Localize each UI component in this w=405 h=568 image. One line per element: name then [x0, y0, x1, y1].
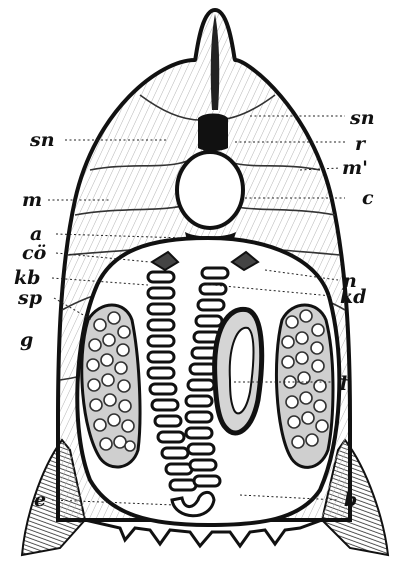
label-c: c	[362, 187, 374, 209]
label-m-right: m'	[342, 157, 368, 179]
label-kd: kd	[340, 286, 366, 308]
label-l: l'	[340, 373, 353, 395]
label-e: e	[34, 489, 46, 511]
label-sn-left: sn	[29, 129, 55, 151]
label-g: g	[20, 329, 33, 351]
label-co: cö	[22, 242, 47, 264]
spinal-cord	[198, 114, 228, 152]
notochord	[177, 152, 243, 228]
label-b: b	[344, 489, 357, 511]
label-sn-right: sn	[349, 107, 375, 129]
label-kb: kb	[14, 267, 40, 289]
label-sp: sp	[17, 287, 43, 309]
label-m-left: m	[22, 189, 42, 211]
label-r: r	[355, 133, 367, 155]
